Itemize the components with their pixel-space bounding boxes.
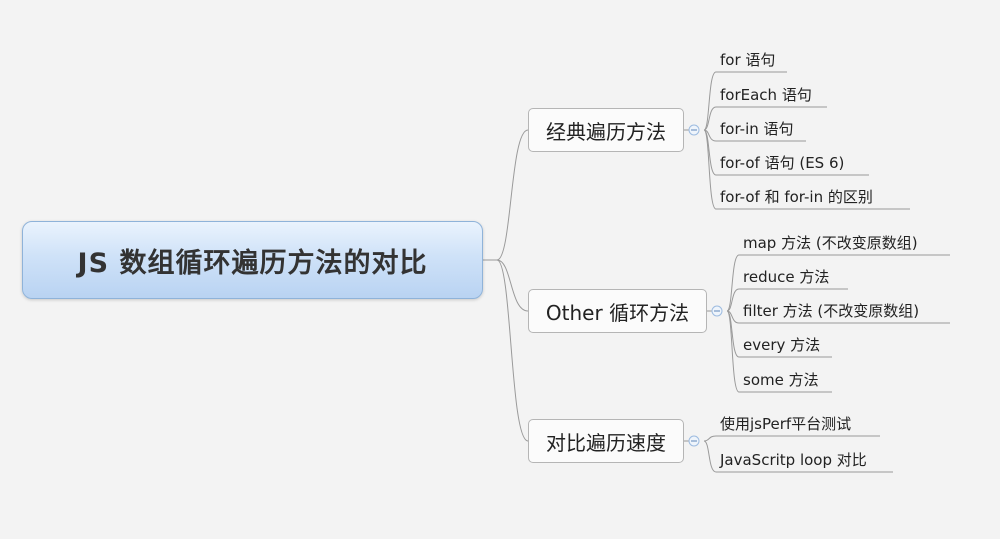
leaf-connector-3-2 xyxy=(703,440,893,473)
leaf-connector-2-3 xyxy=(726,310,950,324)
leaf-for-of-statement[interactable]: for-of 语句 (ES 6) xyxy=(720,154,845,172)
leaf-connector-1-1 xyxy=(703,71,787,131)
root-to-branch-line-2 xyxy=(496,259,529,312)
leaf-connector-1-5 xyxy=(703,129,910,210)
root-topic[interactable]: JS 数组循环遍历方法的对比 xyxy=(22,221,483,299)
leaf-connector-1-3 xyxy=(703,129,806,142)
leaf-connector-2-1 xyxy=(726,254,950,312)
leaf-for-statement[interactable]: for 语句 xyxy=(720,51,776,69)
leaf-connector-2-2 xyxy=(726,288,848,312)
branch-other-loop-methods[interactable]: Other 循环方法 xyxy=(528,289,707,333)
leaf-map-method[interactable]: map 方法 (不改变原数组) xyxy=(743,234,918,252)
branch-label: 经典遍历方法 xyxy=(546,119,666,144)
leaf-filter-method[interactable]: filter 方法 (不改变原数组) xyxy=(743,302,920,320)
leaf-connector-1-2 xyxy=(703,106,827,131)
leaf-some-method[interactable]: some 方法 xyxy=(743,371,819,389)
branch-label: 对比遍历速度 xyxy=(546,430,666,455)
leaf-foreach-statement[interactable]: forEach 语句 xyxy=(720,86,812,104)
leaf-connector-2-5 xyxy=(726,310,832,393)
leaf-for-in-statement[interactable]: for-in 语句 xyxy=(720,120,794,138)
leaf-for-of-vs-for-in[interactable]: for-of 和 for-in 的区别 xyxy=(720,188,873,206)
leaf-javascript-loop-compare[interactable]: JavaScritp loop 对比 xyxy=(720,451,867,469)
root-topic-label: JS 数组循环遍历方法的对比 xyxy=(77,247,428,279)
root-to-branch-line-1 xyxy=(496,129,529,261)
branch-classic-methods[interactable]: 经典遍历方法 xyxy=(528,108,684,152)
leaf-reduce-method[interactable]: reduce 方法 xyxy=(743,268,830,286)
leaf-jsperf-test[interactable]: 使用jsPerf平台测试 xyxy=(720,415,852,433)
leaf-every-method[interactable]: every 方法 xyxy=(743,336,821,354)
branch-compare-speed[interactable]: 对比遍历速度 xyxy=(528,419,684,463)
leaf-connector-3-1 xyxy=(703,435,880,442)
branch-label: Other 循环方法 xyxy=(545,300,690,325)
root-to-branch-line-3 xyxy=(496,259,529,442)
